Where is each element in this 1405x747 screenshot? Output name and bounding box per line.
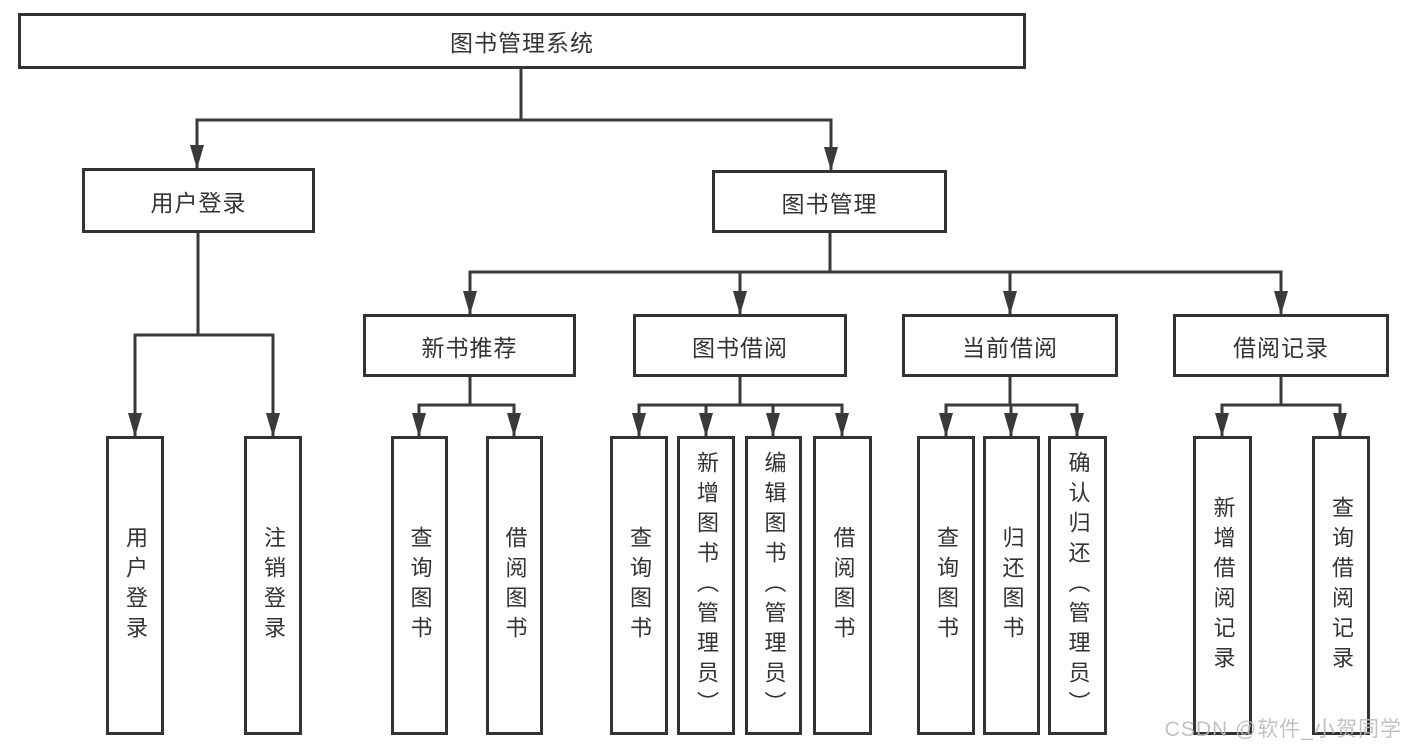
leaf-borrowing-edit-book-admin: 编辑图书（管理员）	[745, 436, 802, 735]
leaf-recommend-borrow-book: 借阅图书	[486, 436, 543, 735]
leaf-borrowing-query-book: 查询图书	[610, 436, 668, 735]
node-book-borrowing: 图书借阅	[633, 314, 847, 377]
leaf-current-confirm-return-admin: 确认归还（管理员）	[1048, 436, 1107, 735]
csdn-watermark: CSDN @软件_小贺同学	[1164, 718, 1402, 741]
leaf-recommend-query-book: 查询图书	[391, 436, 448, 735]
node-new-book-recommendation: 新书推荐	[363, 314, 576, 377]
leaf-borrowing-add-book-admin: 新增图书（管理员）	[677, 436, 735, 735]
leaf-current-return-book: 归还图书	[983, 436, 1040, 735]
leaf-records-query-record: 查询借阅记录	[1312, 436, 1370, 735]
node-book-management: 图书管理	[712, 170, 947, 233]
node-user-login: 用户登录	[82, 168, 315, 233]
node-borrowing-records: 借阅记录	[1173, 314, 1389, 377]
leaf-user-login: 用户登录	[106, 436, 164, 735]
connector-group	[128, 69, 1347, 437]
leaf-current-query-book: 查询图书	[917, 436, 975, 735]
leaf-borrowing-borrow-book: 借阅图书	[813, 436, 872, 735]
node-current-borrowing: 当前借阅	[902, 314, 1118, 377]
leaf-records-add-record: 新增借阅记录	[1193, 436, 1252, 735]
leaf-logout: 注销登录	[244, 436, 302, 735]
node-root-system: 图书管理系统	[18, 13, 1026, 69]
